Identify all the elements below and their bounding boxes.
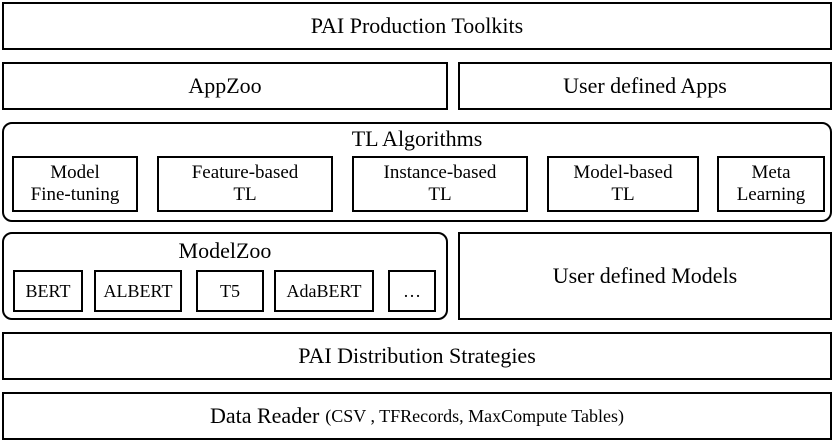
pai-distribution-strategies-box: PAI Distribution Strategies (2, 332, 832, 380)
tl-algorithms-title: TL Algorithms (351, 126, 483, 151)
modelzoo-item-adabert: AdaBERT (274, 270, 374, 312)
data-reader-formats: (CSV , TFRecords, MaxCompute Tables) (325, 405, 625, 426)
tl-item-line2: Fine-tuning (30, 184, 120, 205)
tl-item-line1: Instance-based (383, 162, 497, 183)
pai-distribution-strategies-label: PAI Distribution Strategies (298, 343, 536, 368)
modelzoo-item-label: ALBERT (103, 280, 173, 301)
modelzoo-item-bert: BERT (13, 270, 83, 312)
tl-item-line1: Feature-based (191, 162, 299, 183)
pai-production-toolkits-box: PAI Production Toolkits (2, 2, 832, 50)
modelzoo-item-t5: T5 (196, 270, 264, 312)
tl-item-line2: TL (611, 184, 635, 205)
pai-production-toolkits-label: PAI Production Toolkits (310, 13, 524, 38)
modelzoo-item-more: … (388, 270, 436, 312)
tl-item-line1: Meta (751, 162, 791, 183)
tl-item-feature-based: Feature-based TL (157, 156, 333, 212)
tl-item-line1: Model (50, 162, 100, 183)
appzoo-box: AppZoo (2, 62, 448, 110)
tl-item-instance-based: Instance-based TL (352, 156, 528, 212)
data-reader-label: Data Reader (209, 403, 320, 428)
tl-item-model-fine-tuning: Model Fine-tuning (12, 156, 138, 212)
tl-item-line1: Model-based (573, 162, 673, 183)
tl-item-line2: Learning (736, 184, 806, 205)
modelzoo-item-albert: ALBERT (94, 270, 182, 312)
modelzoo-item-label: AdaBERT (286, 280, 362, 301)
user-defined-apps-label: User defined Apps (563, 73, 727, 98)
modelzoo-item-label: … (403, 280, 421, 301)
user-defined-apps-box: User defined Apps (458, 62, 832, 110)
data-reader-box: Data Reader (CSV , TFRecords, MaxCompute… (2, 392, 832, 440)
tl-item-line2: TL (428, 184, 452, 205)
modelzoo-item-label: T5 (220, 280, 240, 301)
modelzoo-title: ModelZoo (178, 238, 272, 263)
modelzoo-item-label: BERT (25, 280, 71, 301)
tl-item-meta-learning: Meta Learning (717, 156, 825, 212)
tl-item-line2: TL (233, 184, 257, 205)
tl-item-model-based: Model-based TL (547, 156, 699, 212)
appzoo-label: AppZoo (188, 73, 262, 98)
user-defined-models-label: User defined Models (552, 263, 738, 288)
user-defined-models-box: User defined Models (458, 232, 832, 320)
